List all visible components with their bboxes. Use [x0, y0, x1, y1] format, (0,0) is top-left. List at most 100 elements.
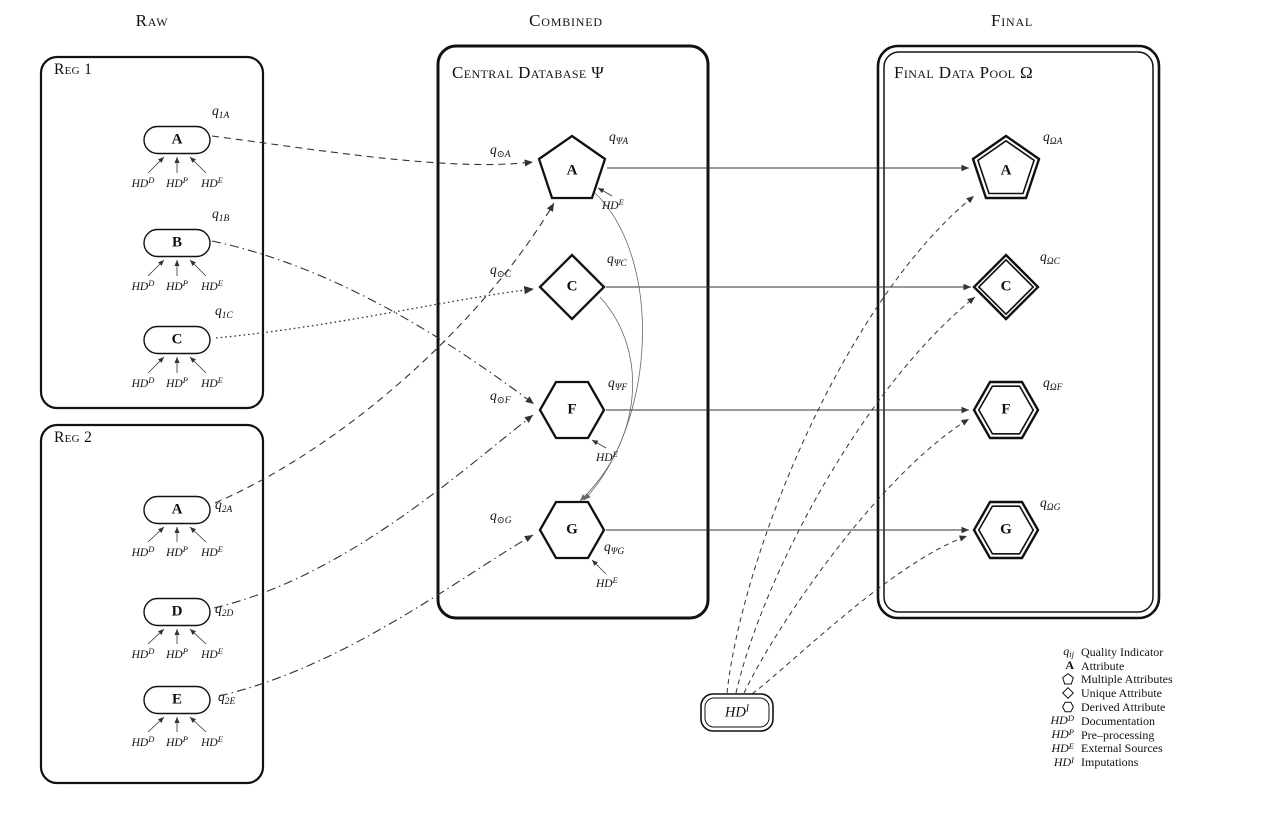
central-node-A: [537, 134, 607, 200]
reg1-node-A-label: A: [171, 131, 183, 148]
hexagon-icon: [1062, 701, 1074, 713]
hdi-node-label: HDI: [724, 703, 750, 721]
q-input-label-central-F: q⊙F: [490, 388, 511, 406]
hd-pre-label: HDP: [166, 646, 188, 661]
hd-doc-label: HDD: [131, 734, 155, 749]
q-label-reg1-C: q1C: [215, 303, 233, 321]
q-label-final-G: qΩG: [1040, 495, 1061, 513]
hd-ext-label: HDE: [596, 449, 618, 464]
legend-label: Attribute: [1081, 658, 1125, 673]
q-label-central-F: qΨF: [608, 375, 628, 393]
hdi-node: [700, 693, 774, 732]
pentagon-icon: [1062, 673, 1074, 685]
reg2-node-E: [143, 685, 211, 715]
legend-label: Documentation: [1081, 713, 1155, 728]
edge-centralC-to-centralG: [579, 296, 634, 502]
hd-doc-label: HDD: [131, 278, 155, 293]
final-node-F: [972, 380, 1040, 440]
reg2-node-A-label: A: [171, 501, 183, 518]
legend: qij Quality Indicator A Attribute Multip…: [1036, 644, 1173, 770]
edge-reg1B-to-centralF: [211, 240, 535, 405]
legend-label: Imputations: [1081, 755, 1139, 770]
edge-hdi-to-finalA: [726, 195, 975, 694]
edge-reg2D-to-centralF: [213, 414, 534, 609]
edge-reg1A-to-centralA: [211, 135, 534, 167]
hd-ext-label: HDE: [201, 175, 223, 190]
q-label-reg2-E: q2E: [218, 689, 236, 707]
final-node-A: [971, 134, 1041, 200]
hd-ext-label: HDE: [201, 375, 223, 390]
hd-input-arrows-reg1-C: [147, 356, 207, 374]
legend-label: Derived Attribute: [1081, 700, 1166, 715]
q-label-final-A: qΩA: [1043, 129, 1063, 147]
q-label-reg2-A: q2A: [215, 497, 233, 515]
legend-label: Quality Indicator: [1081, 644, 1164, 659]
hd-pre-symbol: HDP: [1051, 727, 1074, 742]
hd-ext-label: HDE: [596, 575, 618, 590]
reg2-node-D: [143, 597, 211, 627]
hd-doc-label: HDD: [131, 544, 155, 559]
legend-label: External Sources: [1081, 741, 1163, 756]
reg1-node-C: [143, 325, 211, 355]
q-label-central-A: qΨA: [609, 129, 629, 147]
central-node-G: [538, 500, 606, 560]
column-header-raw: Raw: [135, 11, 169, 30]
final-node-A-label: A: [1000, 162, 1012, 179]
hd-ext-label: HDE: [201, 734, 223, 749]
central-node-F: [538, 380, 606, 440]
central-node-G-label: G: [566, 521, 578, 538]
hd-ext-label: HDE: [201, 646, 223, 661]
central-node-C: [538, 253, 606, 321]
reg1-node-A: [143, 125, 211, 155]
hd-input-arrows-reg1-A: [147, 156, 207, 174]
edge-hdi-to-finalG: [751, 535, 968, 695]
hd-doc-symbol: HDD: [1050, 713, 1074, 728]
hd-doc-label: HDD: [131, 175, 155, 190]
central-title: Central Database Ψ: [452, 63, 605, 82]
reg1-node-B: [143, 228, 211, 258]
central-node-F-label: F: [567, 401, 577, 418]
edge-reg2A-to-centralA: [214, 202, 555, 504]
hd-ext-arrows-central: [591, 187, 613, 575]
diamond-icon: [1062, 687, 1074, 700]
hd-doc-label: HDD: [131, 646, 155, 661]
reg1-node-C-label: C: [171, 331, 183, 348]
legend-row-quality-indicator: qij Quality Indicator: [1036, 644, 1173, 660]
hd-pre-label: HDP: [166, 278, 188, 293]
edge-reg2E-to-centralG: [218, 534, 534, 697]
hd-input-arrows-reg2-E: [147, 716, 207, 733]
hd-ext-label: HDE: [201, 278, 223, 293]
q-label-central-C: qΨC: [607, 251, 627, 269]
q-symbol: qij: [1063, 644, 1074, 660]
final-node-G: [972, 500, 1040, 560]
legend-label: Pre–processing: [1081, 727, 1155, 742]
central-node-C-label: C: [566, 278, 578, 295]
q-label-reg1-B: q1B: [212, 206, 230, 224]
hd-input-arrows-reg2-A: [147, 526, 207, 543]
q-label-reg1-A: q1A: [212, 103, 230, 121]
reg2-node-A: [143, 495, 211, 525]
column-header-final: Final: [990, 11, 1034, 30]
hd-pre-label: HDP: [166, 734, 188, 749]
q-label-central-G: qΨG: [604, 539, 625, 557]
q-label-final-C: qΩC: [1040, 249, 1060, 267]
reg1-title: Reg 1: [54, 61, 93, 78]
final-box-inner: [883, 51, 1154, 613]
final-node-C: [972, 253, 1040, 321]
column-header-combined: Combined: [529, 11, 603, 30]
q-input-label-central-A: q⊙A: [490, 142, 511, 160]
hd-ext-label: HDE: [201, 544, 223, 559]
legend-row-attribute: A Attribute: [1036, 658, 1173, 673]
hd-input-arrows-reg1-B: [147, 259, 207, 277]
edge-hdi-to-finalC: [735, 296, 976, 694]
central-node-A-label: A: [566, 162, 578, 179]
legend-row-multiple-attributes: Multiple Attributes: [1036, 673, 1173, 687]
final-node-C-label: C: [1000, 278, 1012, 295]
legend-row-derived-attribute: Derived Attribute: [1036, 700, 1173, 714]
final-title: Final Data Pool Ω: [894, 63, 1034, 82]
reg2-node-E-label: E: [171, 691, 183, 708]
hd-pre-label: HDP: [166, 175, 188, 190]
reg2-title: Reg 2: [54, 429, 93, 446]
